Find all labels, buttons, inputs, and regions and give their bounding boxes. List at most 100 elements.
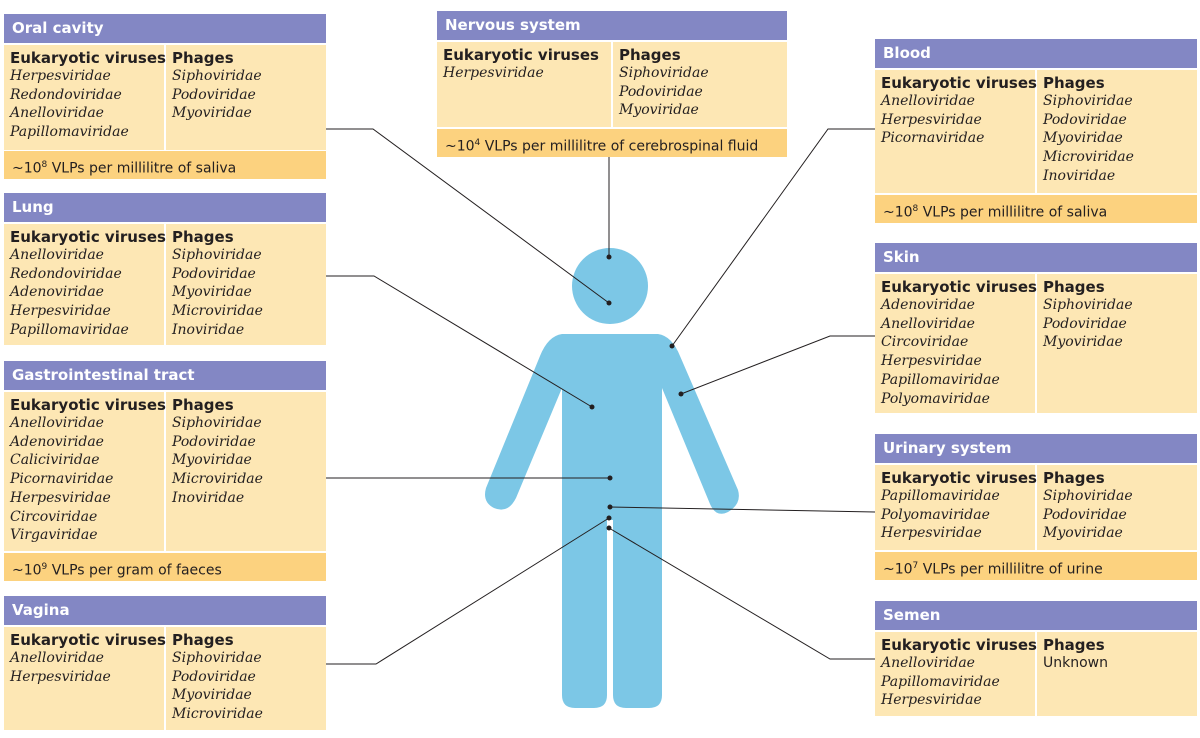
virus-family-item: Adenoviridae: [10, 284, 104, 301]
virus-family-item: Siphoviridae: [1043, 488, 1133, 504]
vlp-footer: ~108 VLPs per millilitre of saliva: [4, 151, 326, 179]
virus-family-item: Microviridae: [172, 471, 263, 488]
column-heading: Phages: [172, 631, 234, 649]
column-heading: Phages: [172, 228, 234, 246]
urinary-connector: [609, 506, 876, 513]
virus-family-item: Podoviridae: [1043, 506, 1127, 523]
virus-family-item: Siphoviridae: [172, 68, 262, 84]
skin-connector: [680, 335, 875, 395]
vlp-footer: ~104 VLPs per millilitre of cerebrospina…: [437, 129, 787, 157]
virus-family-item: Adenoviridae: [881, 297, 975, 313]
virus-family-item: Myoviridae: [1043, 334, 1123, 351]
vlp-prefix: ~10: [445, 138, 475, 155]
skin-dot: [678, 391, 684, 397]
virus-family-item: Inoviridae: [1043, 167, 1116, 184]
vlp-exponent: 8: [912, 204, 919, 214]
column-heading: Eukaryotic viruses: [10, 228, 166, 246]
column-heading: Phages: [172, 49, 234, 67]
eukaryotic-column: Eukaryotic viruses Herpesviridae: [437, 42, 611, 127]
lung-connector: [326, 275, 593, 408]
virus-family-item: Virgaviridae: [10, 527, 98, 544]
virus-family-item: Papillomaviridae: [881, 673, 1000, 690]
column-heading: Phages: [1043, 469, 1105, 487]
virus-family-item: Inoviridae: [172, 489, 245, 506]
virus-family-item: Myoviridae: [172, 105, 252, 122]
body-right-leg: [613, 512, 662, 708]
virus-family-item: Podoviridae: [1043, 315, 1127, 332]
virus-family-item: Myoviridae: [1043, 525, 1123, 542]
virus-family-item: Podoviridae: [172, 668, 256, 685]
virus-family-item: Anelloviridae: [881, 93, 975, 109]
column-heading: Eukaryotic viruses: [881, 74, 1037, 92]
body-head: [572, 248, 648, 324]
semen-dot: [606, 525, 612, 531]
column-heading: Phages: [172, 396, 234, 414]
vlp-footer: ~109 VLPs per gram of faeces: [4, 553, 326, 581]
column-heading: Eukaryotic viruses: [10, 49, 166, 67]
virus-family-item: Podoviridae: [619, 83, 703, 100]
vagina-connector: [326, 517, 610, 665]
vlp-text: VLPs per millilitre of urine: [918, 561, 1103, 578]
vlp-footer: ~108 VLPs per millilitre of saliva: [875, 195, 1197, 223]
vlp-text: VLPs per gram of faeces: [47, 562, 222, 579]
vlp-footer: ~107 VLPs per millilitre of urine: [875, 552, 1197, 580]
virus-family-item: Inoviridae: [172, 321, 245, 338]
panel-title: Lung: [4, 193, 326, 222]
virus-family-item: Myoviridae: [172, 284, 252, 301]
body-left-leg: [562, 512, 607, 708]
blood-dot: [669, 343, 675, 349]
phages-column: Phages Unknown: [1037, 632, 1197, 716]
virus-family-item: Circoviridae: [10, 508, 98, 525]
virus-family-item: Adenoviridae: [10, 433, 104, 450]
panel-title: Semen: [875, 601, 1197, 630]
vlp-prefix: ~10: [883, 561, 913, 578]
panel-title: Urinary system: [875, 434, 1197, 463]
panel-title: Nervous system: [437, 11, 787, 40]
column-heading: Phages: [1043, 636, 1105, 654]
vlp-text: VLPs per millilitre of saliva: [918, 204, 1108, 221]
virus-family-item: Redondoviridae: [10, 86, 122, 103]
virus-family-item: Herpesviridae: [881, 353, 982, 370]
urinary-dot: [607, 504, 613, 510]
virus-family-item: Siphoviridae: [172, 415, 262, 431]
body-torso: [485, 334, 739, 520]
virus-family-item: Herpesviridae: [10, 489, 111, 506]
column-heading: Eukaryotic viruses: [881, 636, 1037, 654]
virus-family-item: Microviridae: [172, 303, 263, 320]
blood-connector: [671, 128, 875, 347]
vlp-text: VLPs per millilitre of saliva: [47, 160, 237, 177]
connector-dots: [589, 254, 684, 531]
virus-family-item: Microviridae: [172, 706, 263, 723]
column-heading: Eukaryotic viruses: [10, 396, 166, 414]
virus-family-item: Myoviridae: [619, 102, 699, 119]
panel-title: Vagina: [4, 596, 326, 625]
connector-lines: [326, 128, 876, 665]
virus-family-item: Myoviridae: [172, 687, 252, 704]
column-heading: Eukaryotic viruses: [443, 46, 599, 64]
column-heading: Eukaryotic viruses: [881, 278, 1037, 296]
phage-list: Unknown: [1043, 654, 1197, 673]
lung-dot: [589, 404, 595, 410]
virus-family-item: Polyomaviridae: [881, 390, 990, 407]
virus-family-item: Podoviridae: [172, 433, 256, 450]
vagina-dot: [606, 515, 612, 521]
virus-family-item: Anelloviridae: [10, 247, 104, 263]
